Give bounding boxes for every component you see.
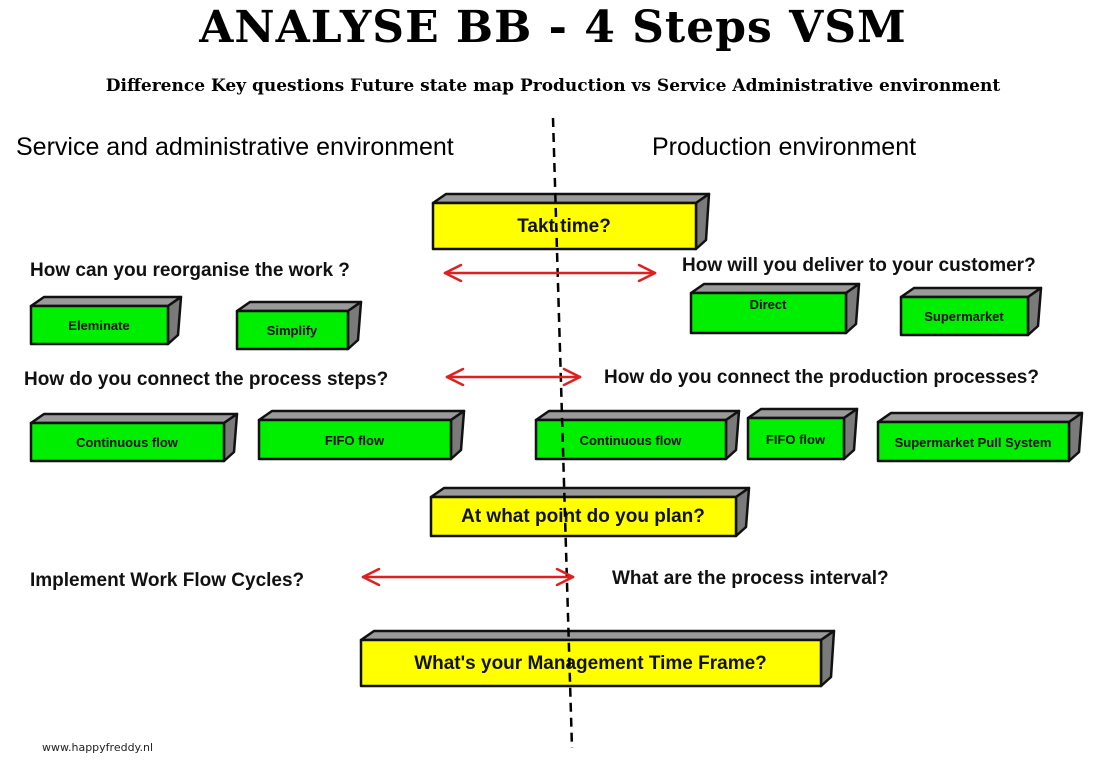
arrow-head [555, 567, 575, 579]
question-reorganise: How can you reorganise the work ? [30, 260, 350, 281]
box-face [876, 420, 1071, 463]
box-side [734, 486, 751, 538]
box-side [819, 629, 836, 688]
box-shape [29, 412, 239, 463]
header-service-environment: Service and administrative environment [16, 133, 454, 161]
box-shape [257, 409, 466, 461]
arrow-head [637, 263, 657, 275]
box-side [346, 300, 363, 351]
option-continuous-flow-service: Continuous flow [29, 412, 239, 463]
box-side [844, 282, 861, 335]
option-eleminate: Eleminate [29, 295, 183, 346]
takt-time-label: Takt time? [517, 215, 611, 237]
box-shape [899, 286, 1043, 337]
box-shape [429, 486, 751, 538]
box-shape [534, 409, 741, 461]
box-face [29, 304, 170, 346]
arrow-head [445, 367, 465, 379]
option-supermarket: Supermarket [899, 286, 1043, 337]
box-face [29, 421, 226, 463]
box-shape [689, 282, 861, 335]
option-continuous-flow-production: Continuous flow [534, 409, 741, 461]
box-shape [359, 629, 836, 688]
option-simplify: Simplify [235, 300, 363, 351]
plan-point-label: At what point do you plan? [461, 506, 705, 527]
management-time-frame-label: What's your Management Time Frame? [414, 652, 767, 674]
arrow-head [637, 271, 657, 283]
management-time-frame-box: What's your Management Time Frame? [359, 629, 836, 688]
box-side [842, 407, 859, 461]
box-top [431, 192, 711, 205]
box-side [724, 409, 741, 461]
arrow-head [445, 375, 465, 387]
option-label: Continuous flow [579, 432, 682, 448]
box-top [29, 295, 183, 308]
arrow-head [562, 375, 582, 387]
box-side [222, 412, 239, 463]
box-face [899, 295, 1030, 337]
option-label: Supermarket [924, 309, 1004, 324]
option-label: Direct [749, 297, 787, 312]
option-label: Supermarket Pull System [894, 434, 1052, 450]
option-label: Simplify [266, 323, 318, 338]
box-top [359, 629, 836, 642]
question-connect-production: How do you connect the production proces… [604, 367, 1039, 388]
box-top [899, 286, 1043, 299]
box-shape [746, 407, 859, 461]
box-face [429, 495, 738, 538]
arrow-head [361, 567, 381, 579]
option-label: Eleminate [68, 318, 130, 333]
footer-website: www.happyfreddy.nl [42, 741, 154, 754]
box-shape [29, 295, 183, 346]
question-process-interval: What are the process interval? [612, 568, 889, 589]
option-label: Continuous flow [76, 435, 178, 450]
box-top [746, 407, 859, 420]
box-top [876, 411, 1084, 424]
box-top [429, 486, 751, 499]
box-face [235, 309, 350, 351]
box-face [746, 416, 846, 461]
box-top [29, 412, 239, 425]
arrow-head [562, 367, 582, 379]
option-label: FIFO flow [765, 431, 826, 447]
box-top [534, 409, 741, 422]
box-side [1026, 286, 1043, 337]
option-fifo-flow-service: FIFO flow [257, 409, 466, 461]
header-production-environment: Production environment [652, 133, 917, 161]
arrow-head [555, 575, 575, 587]
box-shape [235, 300, 363, 351]
question-connect-steps: How do you connect the process steps? [24, 369, 389, 390]
arrow-head [361, 575, 381, 587]
option-fifo-flow-production: FIFO flow [746, 407, 859, 461]
box-side [449, 409, 466, 461]
box-top [235, 300, 363, 313]
option-label: FIFO flow [324, 432, 385, 448]
box-side [166, 295, 183, 346]
box-side [1067, 411, 1084, 463]
option-direct: Direct [689, 282, 861, 335]
box-shape [876, 411, 1084, 463]
page-subtitle: Difference Key questions Future state ma… [105, 76, 1001, 96]
question-work-flow-cycles: Implement Work Flow Cycles? [30, 570, 305, 591]
page-title: ANALYSE BB - 4 Steps VSM [199, 2, 907, 53]
box-top [257, 409, 466, 422]
takt-time-box: Takt time? [431, 192, 711, 251]
box-face [257, 418, 453, 461]
box-side [694, 192, 711, 251]
plan-point-box: At what point do you plan? [429, 486, 751, 538]
arrow-head [443, 271, 463, 283]
box-face [534, 418, 728, 461]
option-supermarket-pull-system: Supermarket Pull System [876, 411, 1084, 463]
question-deliver: How will you deliver to your customer? [682, 255, 1036, 276]
box-face [689, 291, 848, 335]
box-face [359, 638, 823, 688]
arrow-head [443, 263, 463, 275]
